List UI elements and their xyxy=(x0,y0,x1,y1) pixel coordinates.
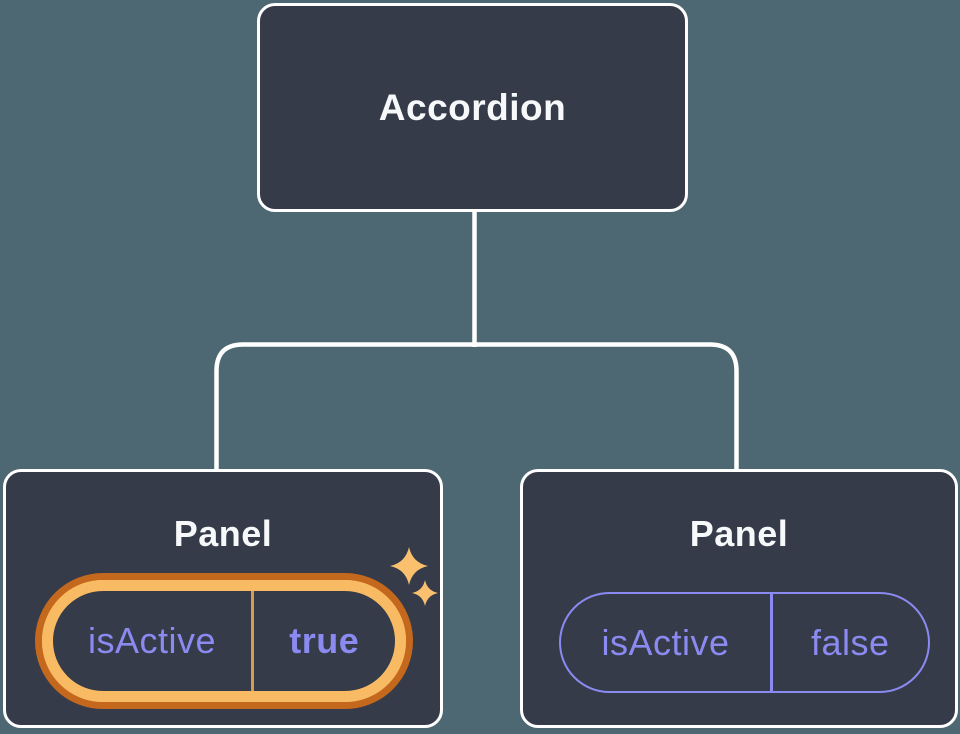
sparkle-icon-large xyxy=(390,547,428,585)
component-box-panel-inactive: Panel isActive false xyxy=(520,469,958,728)
component-label-panel: Panel xyxy=(689,513,789,554)
state-pill: isActive false xyxy=(559,592,930,693)
state-key-label: isActive xyxy=(87,620,217,661)
connector-branch xyxy=(214,342,739,469)
component-box-panel-active: Panel isActive true xyxy=(3,469,443,728)
state-pill-divider xyxy=(770,594,773,691)
state-value-label: false xyxy=(810,621,890,663)
state-key-label: isActive xyxy=(601,621,730,663)
component-box-accordion: Accordion xyxy=(257,3,688,212)
state-pill-highlighted: isActive true xyxy=(35,573,413,709)
state-pill-inner: isActive true xyxy=(42,580,406,702)
state-value-label: true xyxy=(289,620,360,661)
component-label-accordion: Accordion xyxy=(378,86,567,128)
component-label-panel: Panel xyxy=(173,513,273,554)
sparkle-icon-small xyxy=(412,580,438,606)
sparkles-icon xyxy=(390,547,438,606)
state-pill-divider xyxy=(251,591,254,691)
